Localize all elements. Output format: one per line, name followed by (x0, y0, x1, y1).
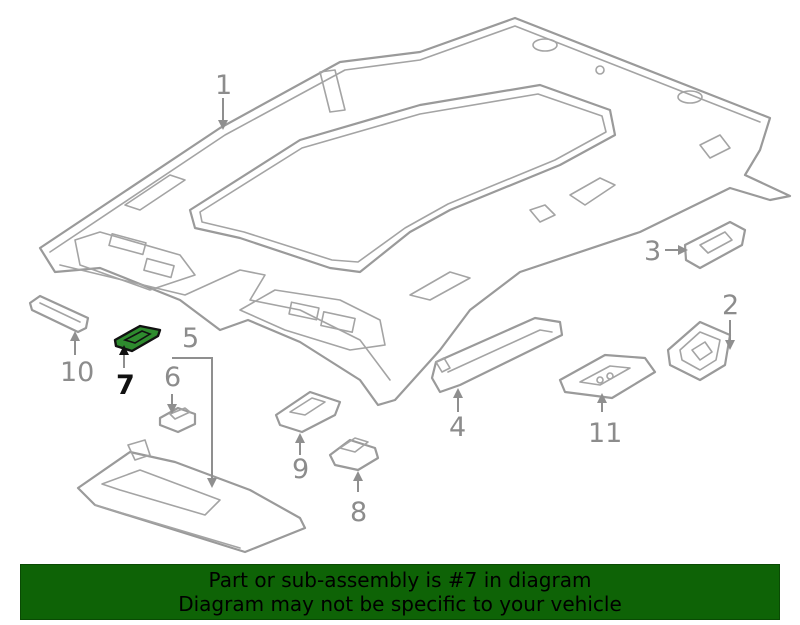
headliner-exploded-diagram: 1 2 3 4 5 6 7 8 9 10 11 (28, 16, 792, 554)
part-3-lamp[interactable] (683, 220, 747, 270)
banner-line-2: Diagram may not be specific to your vehi… (178, 592, 622, 616)
part-1-headliner[interactable] (38, 16, 792, 407)
callout-3: 3 (644, 236, 661, 267)
banner-line-1: Part or sub-assembly is #7 in diagram (208, 568, 592, 592)
callout-6: 6 (164, 362, 181, 393)
part-9-bracket[interactable] (274, 390, 342, 434)
callout-11: 11 (588, 418, 622, 449)
callout-7: 7 (116, 370, 135, 401)
part-notice-banner: Part or sub-assembly is #7 in diagram Di… (20, 564, 780, 620)
leader-lines (70, 98, 735, 492)
part-10-bar-light[interactable] (28, 294, 90, 334)
callout-10: 10 (60, 357, 94, 388)
callout-8: 8 (350, 497, 367, 528)
callout-1: 1 (215, 70, 232, 101)
part-2-clip[interactable] (666, 320, 732, 382)
part-8-bracket[interactable] (328, 437, 380, 472)
callout-9: 9 (292, 454, 309, 485)
part-5-sun-visor[interactable] (76, 439, 307, 554)
callout-2: 2 (722, 290, 739, 321)
part-6-clip[interactable] (158, 406, 197, 434)
callout-4: 4 (449, 412, 466, 443)
part-4-grab-handle[interactable] (430, 316, 564, 394)
callout-5: 5 (182, 323, 199, 354)
part-7-lamp-lens[interactable] (113, 324, 162, 353)
part-11-console[interactable] (558, 353, 657, 400)
